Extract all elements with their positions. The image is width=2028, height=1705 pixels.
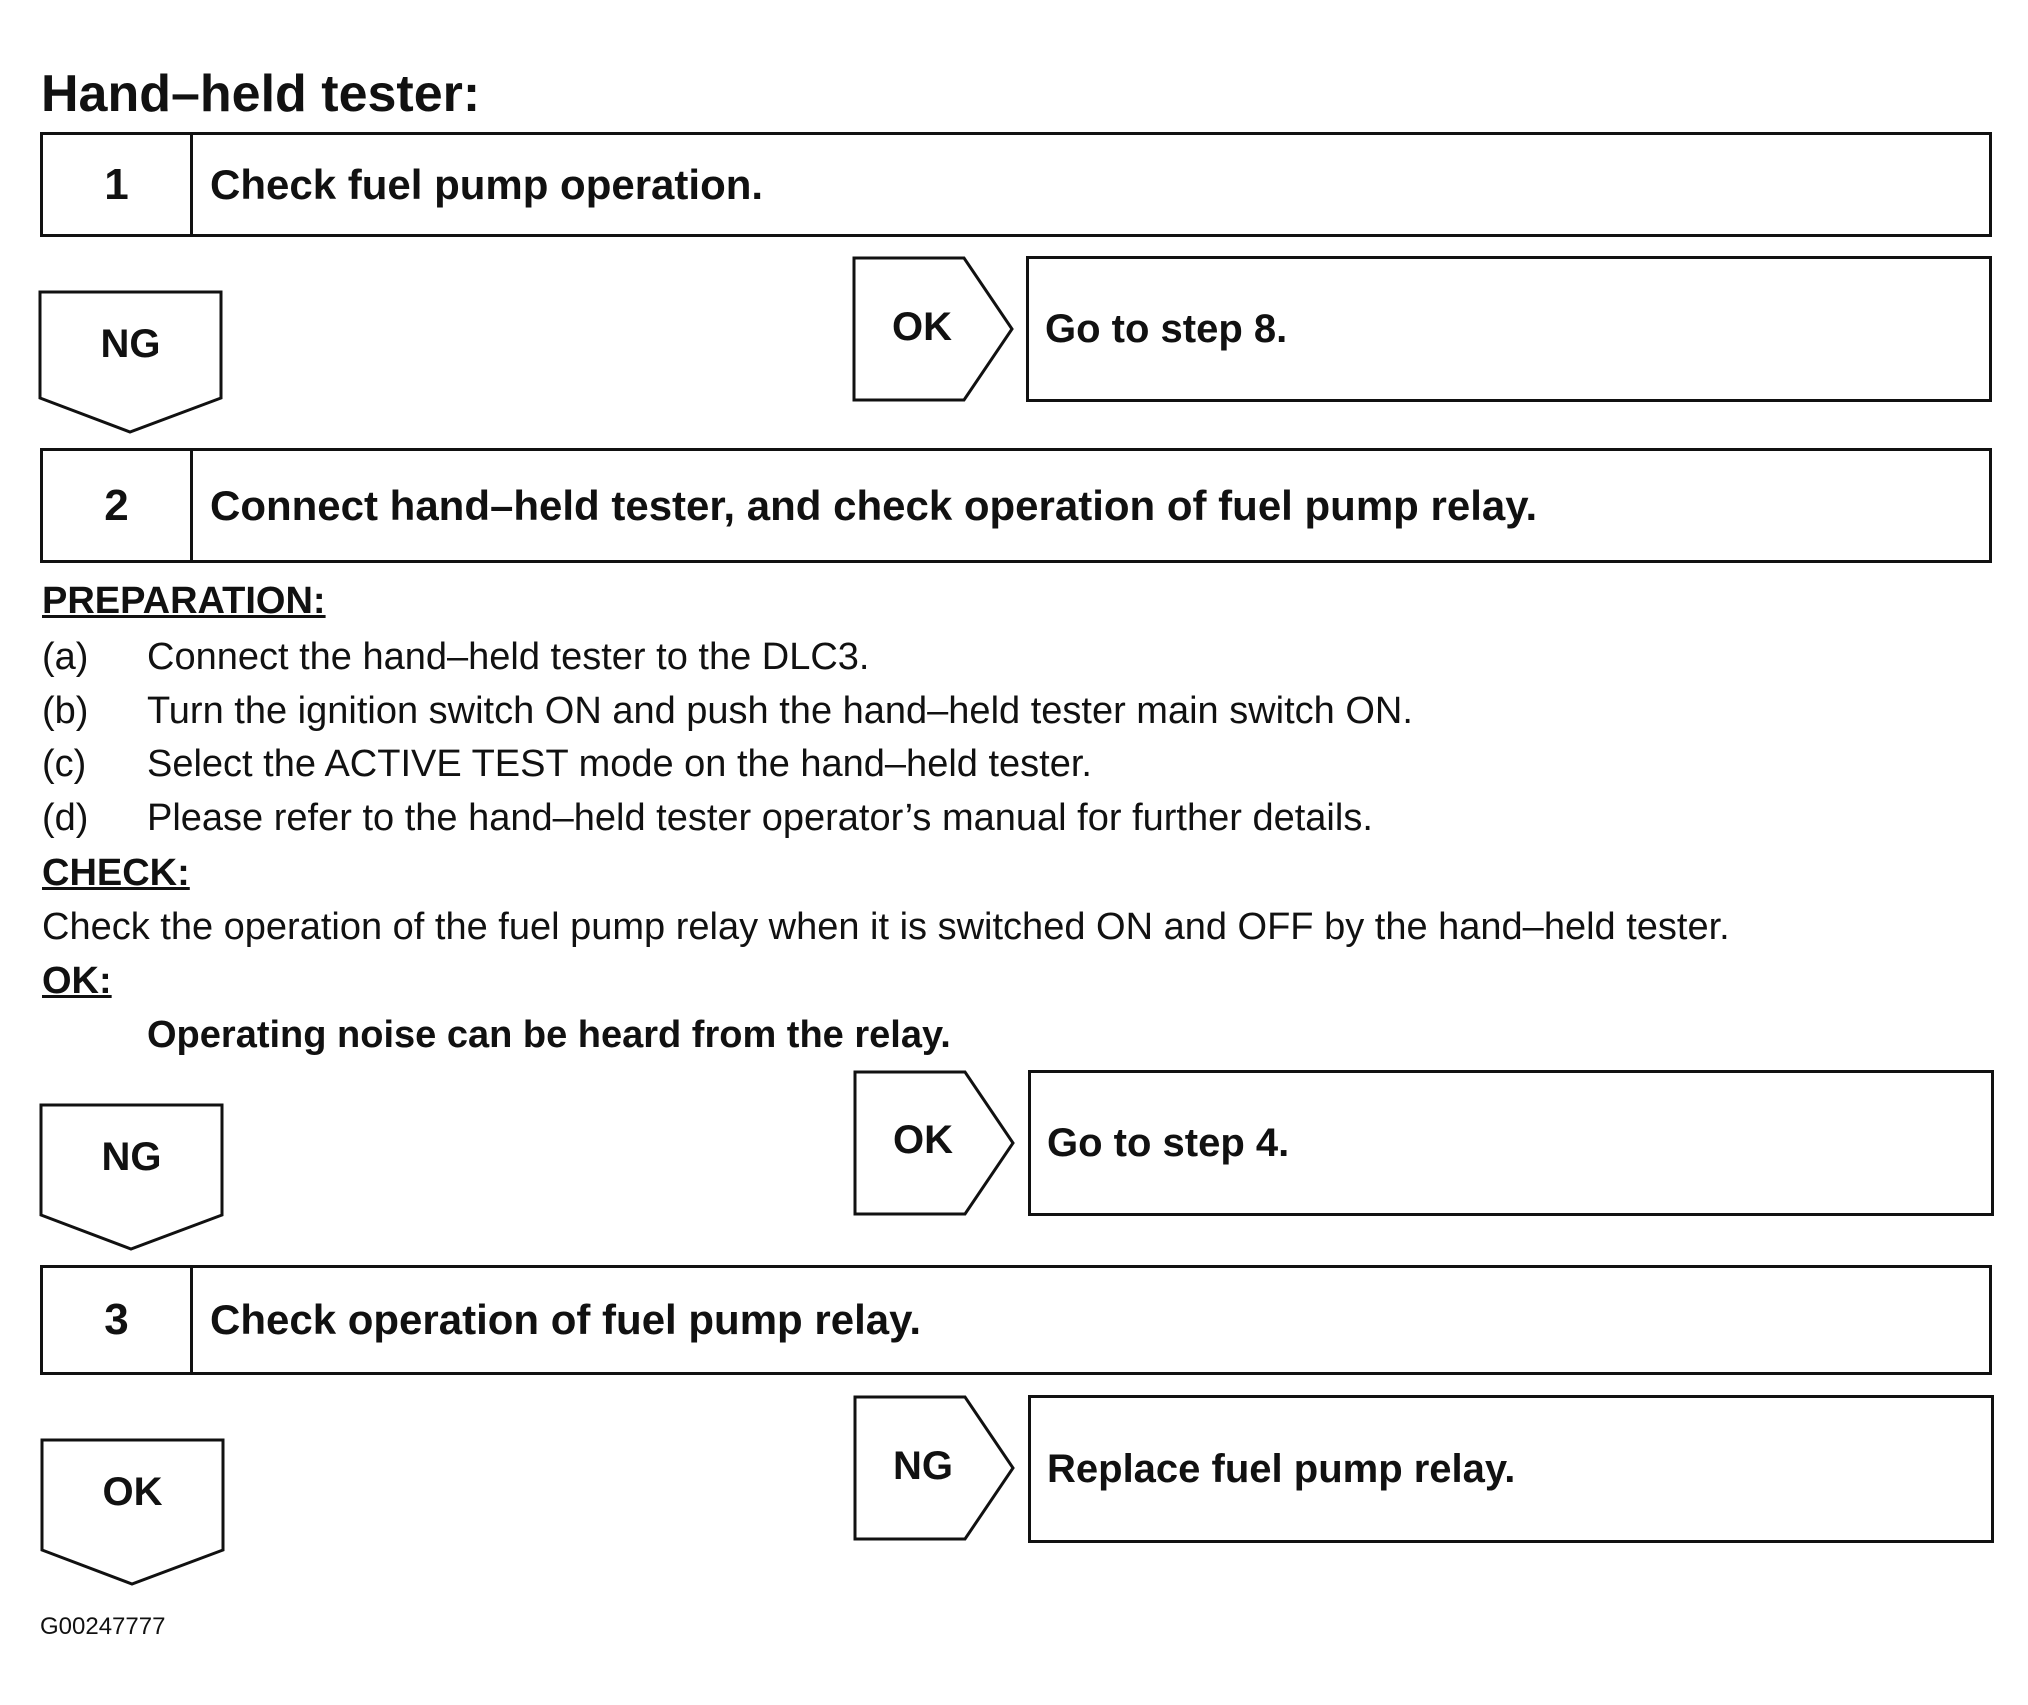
ok-heading: OK: xyxy=(42,960,112,1002)
down-arrow-shape xyxy=(38,290,223,434)
preparation-heading: PREPARATION: xyxy=(42,580,326,622)
right-branch-label: NG xyxy=(893,1444,953,1488)
down-branch-label: OK xyxy=(102,1470,163,1514)
result-box: Go to step 8. xyxy=(1026,256,1992,402)
figure-id: G00247777 xyxy=(40,1613,166,1640)
down-arrow-shape xyxy=(40,1438,225,1586)
down-arrow-shape xyxy=(39,1103,224,1251)
item-text: Select the ACTIVE TEST mode on the hand–… xyxy=(147,743,1092,785)
item-text: Connect the hand–held tester to the DLC3… xyxy=(147,636,870,678)
check-text: Check the operation of the fuel pump rel… xyxy=(42,906,1730,948)
item-label: (b) xyxy=(42,690,89,732)
preparation-item: (b) Turn the ignition switch ON and push … xyxy=(42,690,1413,733)
right-branch-label: OK xyxy=(892,305,952,349)
step-title: Check operation of fuel pump relay. xyxy=(210,1296,922,1343)
down-branch-label: NG xyxy=(101,1135,162,1179)
down-branch-label: NG xyxy=(100,322,161,366)
right-arrow-shape xyxy=(853,1070,1015,1216)
step-number: 3 xyxy=(43,1268,193,1372)
page-title: Hand–held tester: xyxy=(41,65,481,123)
step-number: 1 xyxy=(43,135,193,234)
step-1-box: 1 Check fuel pump operation. xyxy=(40,132,1992,237)
step-title: Check fuel pump operation. xyxy=(210,160,764,208)
item-text: Please refer to the hand–held tester ope… xyxy=(147,797,1373,839)
step-2-box: 2 Connect hand–held tester, and check op… xyxy=(40,448,1992,563)
step-number: 2 xyxy=(43,451,193,560)
right-branch-label: OK xyxy=(893,1118,953,1162)
right-arrow-shape xyxy=(852,256,1014,402)
right-arrow-shape xyxy=(853,1395,1015,1541)
item-label: (c) xyxy=(42,743,87,785)
item-label: (d) xyxy=(42,797,89,839)
preparation-item: (a) Connect the hand–held tester to the D… xyxy=(42,636,869,679)
step-title: Connect hand–held tester, and check oper… xyxy=(210,481,1538,529)
preparation-item: (d) Please refer to the hand–held tester … xyxy=(42,797,1373,840)
result-box: Replace fuel pump relay. xyxy=(1028,1395,1994,1543)
ok-criterion: Operating noise can be heard from the re… xyxy=(147,1014,951,1056)
result-box: Go to step 4. xyxy=(1028,1070,1994,1216)
check-heading: CHECK: xyxy=(42,852,190,894)
item-label: (a) xyxy=(42,636,89,678)
step-3-box: 3 Check operation of fuel pump relay. xyxy=(40,1265,1992,1375)
item-text: Turn the ignition switch ON and push the… xyxy=(147,690,1413,732)
preparation-item: (c) Select the ACTIVE TEST mode on the ha… xyxy=(42,743,1092,786)
